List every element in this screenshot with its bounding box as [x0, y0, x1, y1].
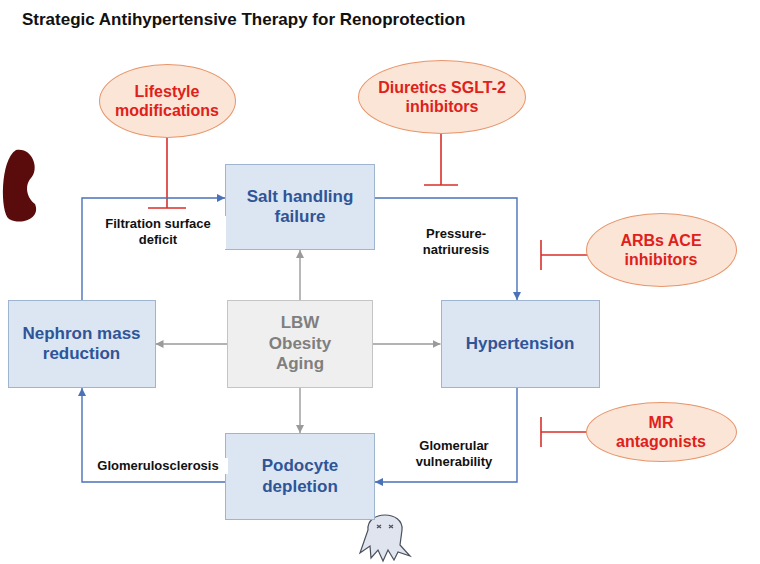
inhibitor-line	[148, 110, 620, 447]
node-label: Lifestyle modifications	[114, 82, 220, 120]
influence-arrow	[156, 343, 228, 344]
diagram-title: Strategic Antihypertensive Therapy for R…	[22, 10, 465, 30]
node-label: Nephron mass reduction	[17, 324, 146, 365]
node-label: Hypertension	[451, 334, 590, 354]
edge-label: Glomerular vulnerability	[396, 438, 512, 471]
node-label: MR antagonists	[603, 413, 720, 451]
edge-label: Pressure-natriuresis	[402, 226, 510, 259]
podocyte-icon	[360, 515, 410, 561]
flow-arrow	[375, 388, 517, 482]
process-box: Hypertension	[441, 300, 600, 388]
flow-arrow	[82, 198, 225, 300]
flow-arrow	[375, 198, 517, 300]
edge-label: Filtration surface deficit	[90, 216, 226, 249]
node-label: Podocyte depletion	[235, 456, 366, 497]
influence-arrow	[299, 250, 300, 300]
influence-arrow	[299, 388, 300, 433]
drug-ellipse: MR antagonists	[586, 402, 737, 462]
factor-box: LBW Obesity Aging	[227, 300, 373, 388]
edge-label: Glomerulosclerosis	[88, 458, 228, 474]
node-label: ARBs ACE inhibitors	[603, 231, 720, 269]
drug-ellipse: Diuretics SGLT-2 inhibitors	[358, 60, 526, 134]
process-box: Nephron mass reduction	[8, 300, 156, 388]
drug-ellipse: Lifestyle modifications	[99, 64, 236, 138]
node-label: Salt handling failure	[235, 187, 366, 228]
node-label: LBW Obesity Aging	[260, 313, 340, 374]
kidney-icon	[3, 150, 36, 222]
process-box: Salt handling failure	[225, 164, 375, 250]
influence-arrow	[373, 343, 441, 344]
process-box: Podocyte depletion	[225, 433, 375, 520]
node-label: Diuretics SGLT-2 inhibitors	[377, 78, 508, 116]
drug-ellipse: ARBs ACE inhibitors	[586, 213, 737, 287]
